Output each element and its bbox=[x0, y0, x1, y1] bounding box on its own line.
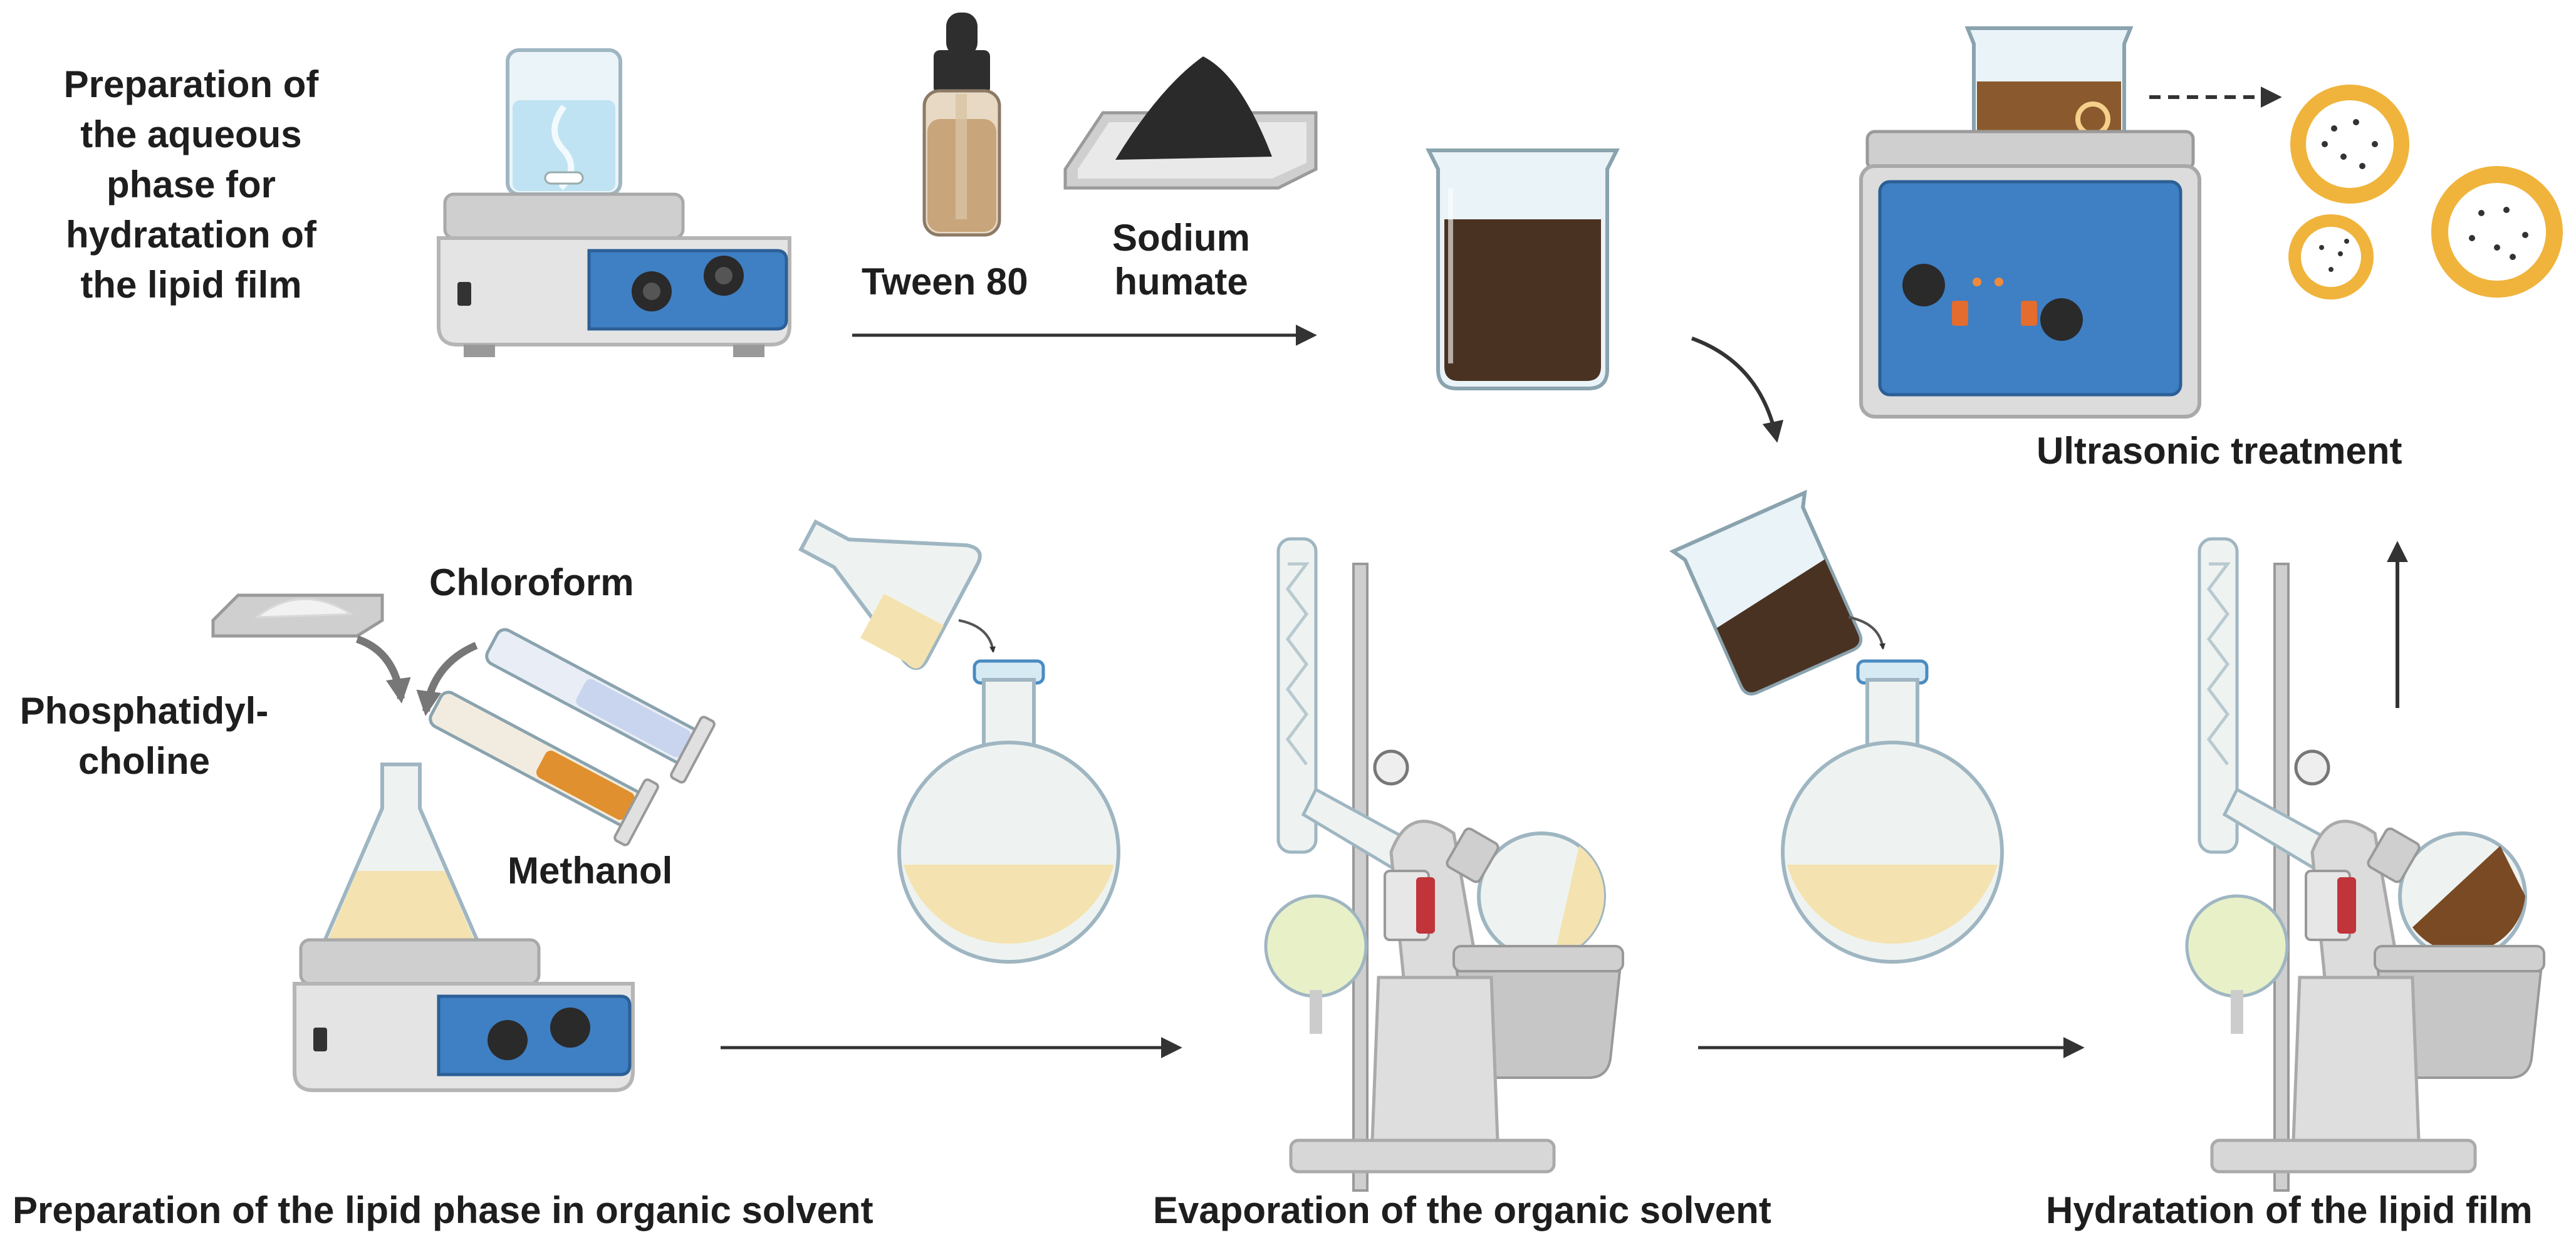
label-sodium-line: humate bbox=[1114, 261, 1248, 303]
step-label-evaporation: Evaporation of the organic solvent bbox=[1153, 1189, 1771, 1231]
magnetic-stirrer-icon bbox=[293, 763, 635, 1092]
liposome-icon bbox=[2288, 85, 2563, 300]
label-aqueous-line: hydratation of bbox=[66, 214, 316, 256]
rotary-evaporator-icon bbox=[2185, 537, 2545, 1192]
label-sodium-line: Sodium bbox=[1112, 217, 1250, 259]
label-sodium-humate: Sodium humate bbox=[1087, 216, 1275, 304]
graduated-cylinder-icon bbox=[485, 628, 716, 784]
powder-tray-icon bbox=[1063, 56, 1318, 190]
dropper-bottle-icon bbox=[922, 13, 1001, 237]
beaker-icon bbox=[1426, 148, 1620, 390]
erlenmeyer-flask-icon bbox=[798, 519, 982, 670]
round-bottom-flask-icon bbox=[1781, 659, 2004, 964]
round-bottom-flask-icon bbox=[897, 659, 1120, 964]
powder-tray-icon bbox=[211, 593, 384, 638]
label-aqueous-phase: Preparation of the aqueous phase for hyd… bbox=[25, 60, 357, 310]
magnetic-stirrer-icon bbox=[437, 48, 791, 357]
beaker-icon bbox=[1669, 489, 1863, 695]
label-aqueous-line: phase for bbox=[106, 164, 276, 206]
label-aqueous-line: the lipid film bbox=[80, 264, 302, 306]
label-aqueous-line: Preparation of bbox=[63, 63, 319, 105]
ultrasonic-bath-icon bbox=[1859, 26, 2201, 419]
step-label-lipid-phase: Preparation of the lipid phase in organi… bbox=[13, 1189, 873, 1231]
label-methanol: Methanol bbox=[508, 850, 673, 892]
label-ultrasonic-treatment: Ultrasonic treatment bbox=[2036, 430, 2402, 472]
label-chloroform: Chloroform bbox=[429, 561, 634, 603]
step-label-hydratation: Hydratation of the lipid film bbox=[2046, 1189, 2533, 1231]
label-phosphatidyl-line: Phosphatidyl- bbox=[19, 690, 269, 732]
label-tween-80: Tween 80 bbox=[862, 261, 1028, 303]
rotary-evaporator-icon bbox=[1264, 537, 1624, 1192]
arrow-solvents-to-flask bbox=[416, 642, 478, 716]
label-phosphatidyl-line: choline bbox=[78, 740, 211, 782]
graduated-cylinder-icon bbox=[429, 690, 659, 846]
label-aqueous-line: the aqueous bbox=[80, 113, 302, 155]
arrow-curved-down bbox=[1691, 336, 1784, 443]
label-phosphatidylcholine: Phosphatidyl- choline bbox=[0, 686, 288, 786]
arrow-powder-to-flask bbox=[355, 635, 411, 704]
